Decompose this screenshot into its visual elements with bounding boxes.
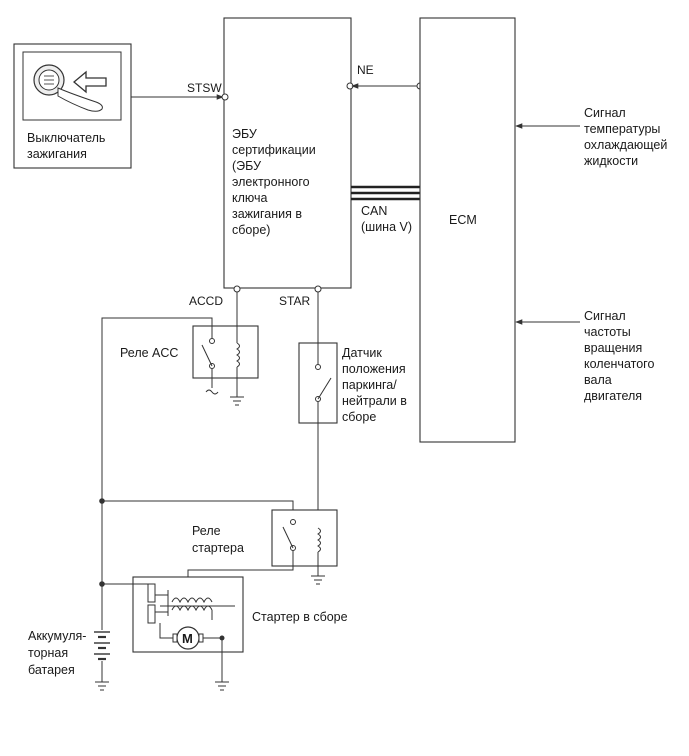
starter-relay-label-1: Реле (192, 524, 221, 538)
crank-label-4: коленчатого (584, 357, 654, 371)
coolant-label-3: охлаждающей (584, 138, 667, 152)
battery-label-2: торная (28, 646, 68, 660)
ecu-label-4: электронного (232, 175, 310, 189)
accd-terminal (233, 285, 241, 293)
acc-bus-wire (101, 317, 213, 630)
certification-ecu: STSW NE ACCD STAR ЭБУ сертификации (ЭБУ … (187, 17, 374, 308)
ecu-label-6: зажигания в (232, 207, 302, 221)
stsw-terminal (221, 93, 229, 101)
coolant-signal: Сигнал температуры охлаждающей жидкости (515, 106, 667, 168)
ecm-label: ECM (449, 213, 477, 227)
ecu-label-7: сборе) (232, 223, 270, 237)
push-button-icon (33, 64, 107, 112)
coolant-label-2: температуры (584, 122, 660, 136)
star-terminal (314, 285, 322, 293)
sensor-label-1: Датчик (342, 346, 382, 360)
sensor-label-4: нейтрали в (342, 394, 407, 408)
sensor-label-3: паркинга/ (342, 378, 397, 392)
crank-signal: Сигнал частоты вращения коленчатого вала… (515, 309, 654, 403)
stsw-pin-label: STSW (187, 81, 222, 95)
ecm: ECM (419, 17, 516, 443)
coolant-label-1: Сигнал (584, 106, 626, 120)
ecu-label-3: (ЭБУ (232, 159, 261, 173)
battery-icon (94, 631, 110, 691)
can-bus: CAN (шина V) (351, 185, 420, 234)
ecu-label-5: ключа (232, 191, 268, 205)
crank-label-3: вращения (584, 341, 642, 355)
battery-label-3: батарея (28, 663, 75, 677)
ground-icon (230, 396, 244, 406)
starter-assembly: Стартер в сборе M (132, 576, 348, 653)
acc-relay-label: Реле ACC (120, 346, 178, 360)
star-pin-label: STAR (279, 294, 310, 308)
crank-label-2: частоты (584, 325, 631, 339)
ecu-label-2: сертификации (232, 143, 316, 157)
starter-relay-coil (317, 527, 321, 553)
ignition-switch: Выключатель зажигания (13, 43, 132, 169)
motor-icon: M (172, 626, 204, 650)
can-label-1: CAN (361, 204, 387, 218)
ignition-switch-label-1: Выключатель (27, 131, 105, 145)
crank-label-1: Сигнал (584, 309, 626, 323)
sensor-label-5: сборе (342, 410, 376, 424)
ignition-switch-label-2: зажигания (27, 147, 87, 161)
can-label-2: (шина V) (361, 220, 412, 234)
coolant-label-4: жидкости (584, 154, 638, 168)
acc-relay: Реле ACC (120, 292, 259, 406)
accd-pin-label: ACCD (189, 294, 223, 308)
starter-relay-label-2: стартера (192, 541, 244, 555)
park-neutral-sensor: Датчик положения паркинга/ нейтрали в сб… (298, 342, 407, 424)
battery-label-1: Аккумуля- (28, 629, 86, 643)
starter-label: Стартер в сборе (252, 610, 348, 624)
acc-relay-coil (236, 342, 240, 368)
ne-pin-label: NE (357, 63, 374, 77)
crank-label-6: двигателя (584, 389, 642, 403)
starter-relay: Реле стартера (192, 509, 338, 585)
sensor-label-2: положения (342, 362, 406, 376)
starter-relay-feed-wire (102, 500, 294, 520)
motor-symbol: M (182, 631, 193, 646)
ground-icon (215, 681, 229, 691)
ground-icon (311, 575, 325, 585)
crank-label-5: вала (584, 373, 612, 387)
ecu-label-1: ЭБУ (232, 127, 257, 141)
